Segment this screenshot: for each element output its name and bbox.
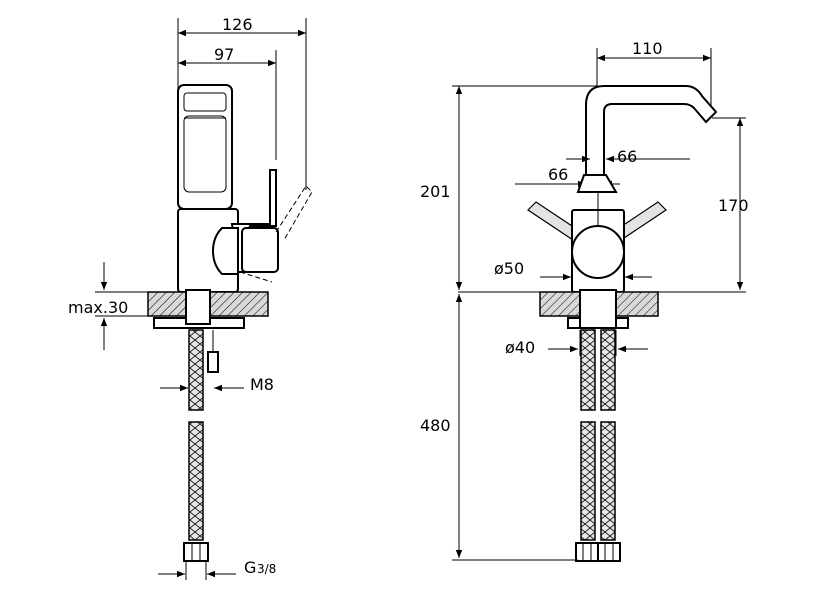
front-hose-right-upper [600, 329, 616, 411]
dim-110: 110 [596, 39, 712, 115]
dim-o40-label: ø40 [505, 338, 535, 357]
side-view: 126 97 [68, 15, 313, 580]
dim-o50: ø50 [494, 259, 652, 281]
front-spout [585, 85, 718, 176]
dim-66-left: 66 [515, 165, 620, 188]
side-hose-lower [188, 421, 204, 541]
dim-97: 97 [178, 45, 277, 160]
dim-g38-base: G [244, 558, 256, 577]
dim-126-label: 126 [222, 15, 253, 34]
front-hose-left-upper [580, 329, 596, 411]
side-hose-nut [183, 542, 209, 562]
dim-110-label: 110 [632, 39, 663, 58]
dim-m8: M8 [160, 375, 274, 394]
dim-66-right-label: 66 [617, 147, 637, 166]
front-hose-right-lower [600, 421, 616, 541]
dim-m8-label: M8 [250, 375, 274, 394]
dim-g38-fraction: 3/8 [257, 562, 276, 576]
dim-g38: G 3/8 [158, 558, 276, 580]
dim-201-label: 201 [420, 182, 451, 201]
dim-480: 480 [420, 294, 578, 561]
dim-480-label: 480 [420, 416, 451, 435]
side-hose-upper [188, 329, 204, 411]
front-hose-nut-right [597, 542, 621, 562]
dim-66-right: 66 [566, 147, 690, 166]
front-hose-nut-left [575, 542, 599, 562]
dim-max30-label: max.30 [68, 298, 128, 317]
side-body [177, 169, 313, 293]
dim-201: 201 [420, 85, 600, 290]
dim-o40: ø40 [505, 330, 648, 357]
side-lever [177, 84, 233, 210]
dim-max30: max.30 [68, 262, 148, 350]
dim-126: 126 [177, 15, 307, 190]
dim-97-label: 97 [214, 45, 234, 64]
front-view: 110 201 170 66 66 [420, 39, 749, 562]
dim-170-label: 170 [718, 196, 749, 215]
dim-66-left-label: 66 [548, 165, 568, 184]
dim-170: 170 [712, 117, 749, 290]
dim-o50-label: ø50 [494, 259, 524, 278]
front-hose-left-lower [580, 421, 596, 541]
front-body [571, 174, 625, 293]
